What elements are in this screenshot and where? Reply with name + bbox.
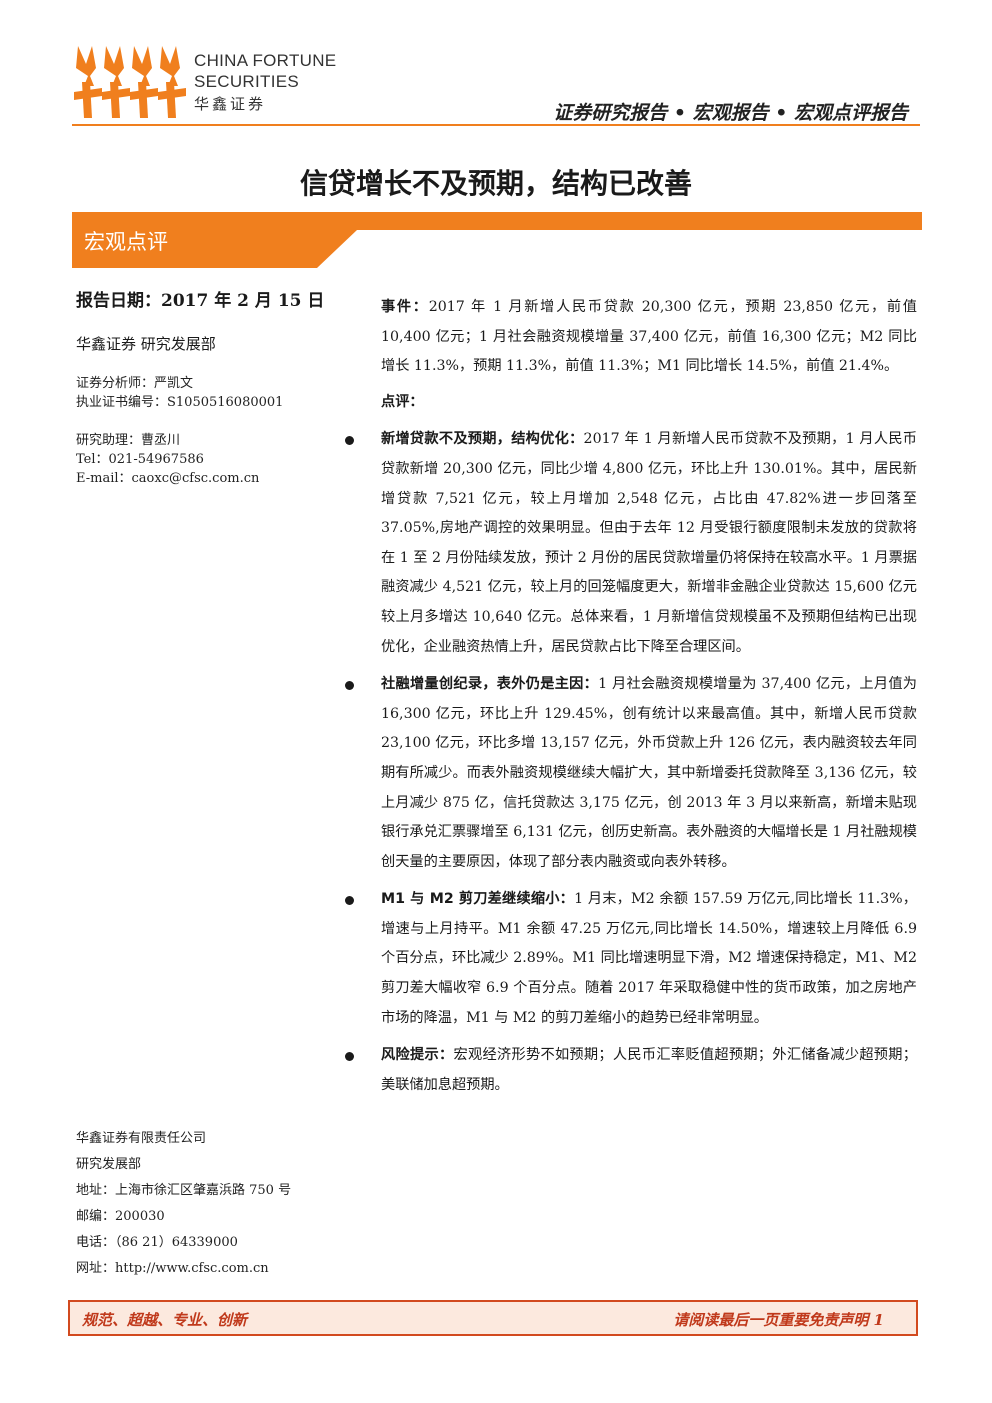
logo-text-en-line2: SECURITIES <box>194 72 300 91</box>
bullet-dot-icon <box>345 436 354 446</box>
bullet-heading: 新增贷款不及预期，结构优化： <box>381 431 584 448</box>
header-divider <box>72 124 920 126</box>
logo-text-en: CHINA FORTUNE SECURITIES <box>194 50 336 92</box>
bullet-heading: M1 与 M2 剪刀差继续缩小： <box>381 891 575 908</box>
report-title: 信贷增长不及预期，结构已改善 <box>299 167 692 200</box>
assistant-email: E-mail：caoxc@cfsc.com.cn <box>76 471 260 486</box>
analyst-cert-number: 执业证书编号：S1050516080001 <box>76 395 284 410</box>
bullet-item: 新增贷款不及预期，结构优化：2017 年 1 月新增人民币贷款不及预期，1 月人… <box>345 425 917 662</box>
company-postcode: 邮编：200030 <box>76 1209 165 1224</box>
bullet-item: 风险提示：宏观经济形势不如预期；人民币汇率贬值超预期；外汇储备减少超预期；美联储… <box>345 1041 917 1100</box>
event-paragraph: 事件：2017 年 1 月新增人民币贷款 20,300 亿元，预期 23,850… <box>381 293 917 382</box>
bullet-dot-icon <box>345 1052 354 1062</box>
event-text: 2017 年 1 月新增人民币贷款 20,300 亿元，预期 23,850 亿元… <box>381 299 917 375</box>
bullet-text: 1 月社会融资规模增量为 37,400 亿元，上月值为 16,300 亿元，环比… <box>381 676 917 870</box>
assistant-name: 研究助理：曹丞川 <box>76 433 181 448</box>
bullet-text: 1 月末，M2 余额 157.59 万亿元,同比增长 11.3%，增速与上月持平… <box>381 891 917 1026</box>
comment-heading: 点评： <box>381 393 424 410</box>
logo-text-en-line1: CHINA FORTUNE <box>194 51 337 70</box>
report-date: 报告日期：2017 年 2 月 15 日 <box>76 291 325 311</box>
company-website: 网址：http://www.cfsc.com.cn <box>76 1261 269 1276</box>
bullet-text: 宏观经济形势不如预期；人民币汇率贬值超预期；外汇储备减少超预期；美联储加息超预期… <box>381 1047 917 1093</box>
company-logo-mark <box>74 46 186 118</box>
section-banner <box>72 212 922 268</box>
assistant-tel: Tel：021-54967586 <box>76 452 204 467</box>
footer-slogan: 规范、超越、专业、创新 <box>82 1311 248 1329</box>
footer-bar <box>68 1300 918 1336</box>
bullet-heading: 社融增量创纪录，表外仍是主因： <box>381 676 599 693</box>
company-dept: 研究发展部 <box>76 1157 142 1172</box>
company-address: 地址：上海市徐汇区肇嘉浜路 750 号 <box>76 1183 292 1198</box>
logo-text-cn: 华鑫证券 <box>194 95 267 113</box>
analyst-info: 证券分析师：严凯文 执业证书编号：S1050516080001 <box>76 374 283 412</box>
bullet-item: 社融增量创纪录，表外仍是主因：1 月社会融资规模增量为 37,400 亿元，上月… <box>345 670 917 877</box>
company-phone: 电话：（86 21）64339000 <box>76 1235 238 1250</box>
analyst-name: 证券分析师：严凯文 <box>76 376 194 391</box>
section-label: 宏观点评 <box>84 230 168 254</box>
research-dept: 华鑫证券 研究发展部 <box>76 335 216 353</box>
assistant-info: 研究助理：曹丞川 Tel：021-54967586 E-mail：caoxc@c… <box>76 431 259 488</box>
bullet-heading: 风险提示： <box>381 1047 454 1064</box>
report-category: 证券研究报告 • 宏观报告 • 宏观点评报告 <box>553 102 908 124</box>
event-label: 事件： <box>381 299 429 315</box>
bullet-dot-icon <box>345 681 354 691</box>
bullet-dot-icon <box>345 896 354 906</box>
company-contact: 华鑫证券有限责任公司 研究发展部 地址：上海市徐汇区肇嘉浜路 750 号 邮编：… <box>76 1126 291 1282</box>
report-body: 事件：2017 年 1 月新增人民币贷款 20,300 亿元，预期 23,850… <box>345 293 917 1100</box>
company-name: 华鑫证券有限责任公司 <box>76 1131 207 1146</box>
bullet-text: 2017 年 1 月新增人民币贷款不及预期，1 月人民币贷款新增 20,300 … <box>381 431 917 655</box>
footer-disclaimer-note: 请阅读最后一页重要免责声明 1 <box>673 1311 884 1329</box>
bullet-item: M1 与 M2 剪刀差继续缩小：1 月末，M2 余额 157.59 万亿元,同比… <box>345 885 917 1033</box>
